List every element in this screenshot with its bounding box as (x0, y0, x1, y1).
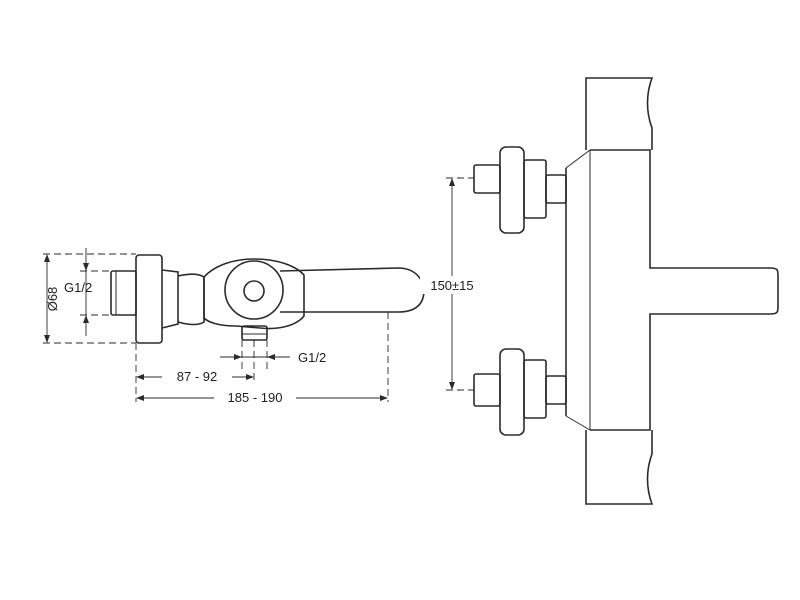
lower-connector (473, 348, 567, 436)
spindle-center (243, 280, 265, 302)
top-handle (585, 77, 654, 150)
lever-handle (279, 267, 425, 313)
thread-bottom-label: G1/2 (298, 350, 326, 365)
mixer-neck (161, 269, 179, 329)
mixer-body (590, 149, 779, 431)
depth-range-label: 87 - 92 (177, 369, 217, 384)
inlet-stub (110, 270, 137, 316)
front-view (473, 77, 779, 505)
thread-side-label: G1/2 (64, 280, 92, 295)
valve-body (203, 258, 305, 330)
length-range-label: 185 - 190 (228, 390, 283, 405)
upper-connector (473, 146, 567, 234)
diameter-label: Ø68 (45, 287, 60, 312)
spindle-circle (224, 260, 284, 320)
wall-flange (135, 254, 163, 344)
front-view-dimensions: 150±15 (420, 177, 484, 391)
side-view (110, 254, 425, 344)
side-view-dimensions: Ø68 G1/2 G1/2 87 - 92 185 - 190 (43, 248, 389, 405)
center-distance-label: 150±15 (430, 278, 473, 293)
bottom-handle (585, 430, 654, 505)
outlet-stub (241, 325, 268, 341)
